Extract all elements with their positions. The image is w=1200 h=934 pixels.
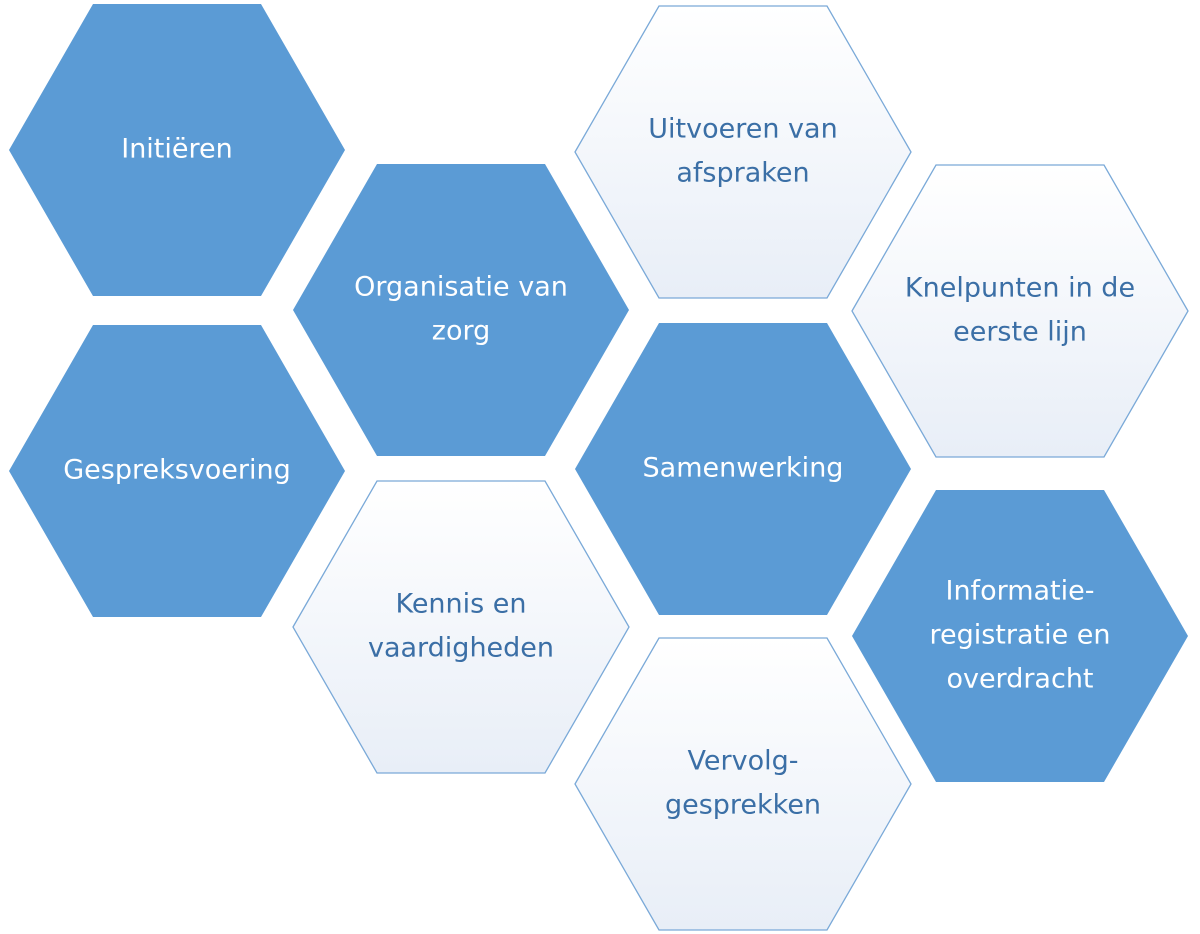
hexagon-label-line: afspraken — [676, 158, 809, 189]
hexagon-gespreksvoering: Gespreksvoering — [9, 325, 345, 617]
hexagon-shape — [852, 490, 1188, 782]
hexagon-label-line: Vervolg- — [688, 746, 799, 777]
hexagon-label-line: Kennis en — [395, 589, 526, 620]
hexagon-shape — [292, 480, 630, 774]
hexagon-shape — [574, 5, 912, 299]
hexagon-shape — [9, 325, 345, 617]
hexagon-samenwerking: Samenwerking — [575, 323, 911, 615]
hexagon-label-line: eerste lijn — [953, 317, 1087, 348]
hexagon-shape — [574, 637, 912, 931]
hexagon-label-line: vaardigheden — [368, 633, 554, 664]
hexagon-vervolggesprekken: Vervolg-gesprekken — [574, 637, 912, 931]
hexagon-label-line: Informatie- — [945, 576, 1094, 607]
hexagon-label-line: Initiëren — [121, 134, 233, 165]
hexagon-shape — [9, 4, 345, 296]
hexagon-label-line: zorg — [432, 316, 490, 347]
hexagon-label-line: Uitvoeren van — [648, 114, 837, 145]
hexagon-organisatie-van-zorg: Organisatie van zorg — [293, 164, 629, 456]
hexagon-informatieregistratie-en-overdracht: Informatie-registratie en overdracht — [852, 490, 1188, 782]
hexagon-label-line: registratie en — [929, 620, 1110, 651]
hexagon-shape — [851, 164, 1189, 458]
hexagon-shape — [575, 323, 911, 615]
hexagon-label-line: Knelpunten in de — [905, 273, 1135, 304]
hexagon-label-line: Gespreksvoering — [63, 455, 291, 486]
hexagon-knelpunten-in-de-eerste-lijn: Knelpunten in de eerste lijn — [851, 164, 1189, 458]
hexagon-kennis-en-vaardigheden: Kennis en vaardigheden — [292, 480, 630, 774]
hexagon-label-line: Samenwerking — [643, 453, 844, 484]
hexagon-initieren: Initiëren — [9, 4, 345, 296]
hexagon-label-line: gesprekken — [665, 790, 821, 821]
hexagon-uitvoeren-van-afspraken: Uitvoeren van afspraken — [574, 5, 912, 299]
hexagon-shape — [293, 164, 629, 456]
hexagon-label-line: overdracht — [946, 664, 1093, 695]
hexagon-label-line: Organisatie van — [354, 272, 568, 303]
